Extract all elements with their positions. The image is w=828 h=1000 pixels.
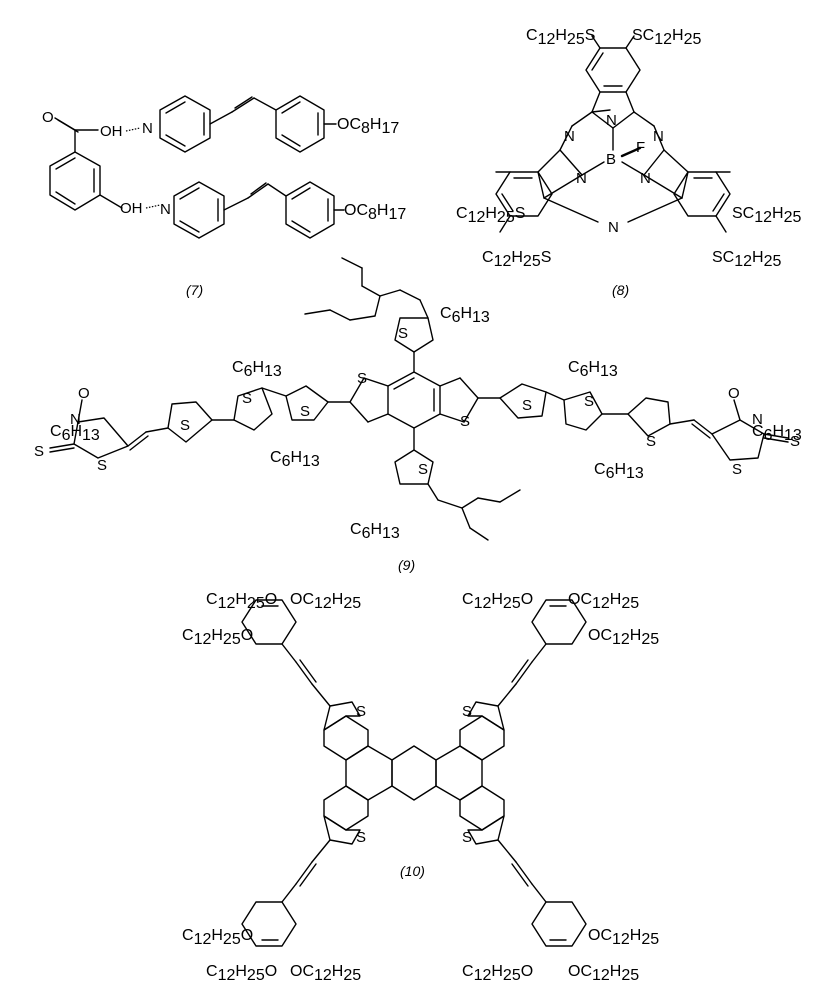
compound-7-hbond-top xyxy=(125,127,141,132)
compound-9-rhodanine-s-right: S xyxy=(732,461,742,478)
compound-9-hexyl-6: C6H13 xyxy=(752,423,802,444)
compound-8-pyrrole-n-left: N xyxy=(576,170,587,187)
compound-8-sc12h25-left-bottom: C12H25S xyxy=(482,249,551,270)
compound-8-sc12h25-right-bottom: SC12H25 xyxy=(712,249,781,270)
compound-9-s-left-1: S xyxy=(300,403,310,420)
compound-10-alkoxy-6: OC12H25 xyxy=(588,627,659,648)
compound-8-aza-n-bottom: N xyxy=(608,219,619,236)
compound-7-octyloxy-top: OC8H17 xyxy=(337,116,399,137)
compound-9-s-left-3: S xyxy=(180,417,190,434)
compound-10-s-bottom-left: S xyxy=(356,829,366,846)
compound-9-carbonyl-o-left: O xyxy=(78,385,90,402)
compound-9-side-s-top: S xyxy=(398,325,408,342)
compound-10-core xyxy=(241,599,587,947)
compound-9-s-right-1: S xyxy=(522,397,532,414)
compound-8-boron: B xyxy=(606,151,616,168)
compound-9-rhodanine-n-right: N xyxy=(752,411,763,428)
compound-10-alkoxy-9: OC12H25 xyxy=(290,963,361,984)
compound-10-alkoxy-10: C12H25O xyxy=(462,963,533,984)
compound-9-backbone xyxy=(49,257,789,541)
compound-9-side-s-bottom: S xyxy=(418,461,428,478)
compound-8-fluorine: F xyxy=(636,139,645,156)
compound-9-s-right-3: S xyxy=(646,433,656,450)
compound-9-hexyl-4: C6H13 xyxy=(270,449,320,470)
compound-10-alkoxy-3: C12H25O xyxy=(182,627,253,648)
compound-9-rhodanine-s-left: S xyxy=(97,457,107,474)
compound-7-bottom-arm xyxy=(173,181,345,239)
compound-8-aza-n-right: N xyxy=(653,128,664,145)
compound-7-hydroxyl-bottom: OH xyxy=(120,200,143,217)
compound-9-thione-s-left: S xyxy=(34,443,44,460)
compound-7-pyridine-n-top: N xyxy=(142,120,153,137)
compound-10-s-top-right: S xyxy=(462,703,472,720)
compound-8-sc12h25-top-right: SC12H25 xyxy=(632,27,701,48)
compound-10: S S S S C12H25O OC12H25 C12H25O C12H25O … xyxy=(182,591,659,984)
compound-9-s-right-2: S xyxy=(584,393,594,410)
compound-9-hexyl-8: C6H13 xyxy=(350,521,400,542)
compound-10-alkoxy-1: C12H25O xyxy=(206,591,277,612)
compound-10-alkoxy-7: C12H25O xyxy=(182,927,253,948)
compound-10-alkoxy-2: OC12H25 xyxy=(290,591,361,612)
compound-7-label: (7) xyxy=(186,282,203,298)
compound-8-pyrrole-n-right: N xyxy=(640,170,651,187)
compound-7-top-arm xyxy=(159,95,337,153)
compound-8-sc12h25-top-left: C12H25S xyxy=(526,27,595,48)
compound-8-pyrrole-n-top: N xyxy=(606,112,617,129)
compound-7-carbonyl-oxygen: O xyxy=(42,109,54,126)
compound-10-alkoxy-5: OC12H25 xyxy=(568,591,639,612)
compound-8-aza-n-left: N xyxy=(564,128,575,145)
compound-9-thione-s-right: S xyxy=(790,433,800,450)
compound-9-hexyl-7: C6H13 xyxy=(594,461,644,482)
compound-7-benzene xyxy=(49,117,123,211)
compound-10-alkoxy-8: C12H25O xyxy=(206,963,277,984)
compound-8-sc12h25-right-mid: SC12H25 xyxy=(732,205,801,226)
compound-9-rhodanine-n-left: N xyxy=(70,411,81,428)
compound-9-hexyl-2: C6H13 xyxy=(232,359,282,380)
compound-7-octyloxy-bottom: OC8H17 xyxy=(344,202,406,223)
compound-10-alkoxy-4: C12H25O xyxy=(462,591,533,612)
compound-9-hexyl-1: C6H13 xyxy=(440,305,490,326)
compound-9-carbonyl-o-right: O xyxy=(728,385,740,402)
compound-9-bdt-s-left: S xyxy=(357,370,367,387)
compound-8-sc12h25-left-mid: C12H25S xyxy=(456,205,525,226)
compound-10-alkoxy-11: OC12H25 xyxy=(568,963,639,984)
compound-9-label: (9) xyxy=(398,557,415,573)
compound-9: S S S S S S S S S N O S S S S S N O C6H1… xyxy=(34,257,802,573)
compound-7-hbond-bottom xyxy=(145,204,161,209)
compound-9-hexyl-3: C6H13 xyxy=(50,423,100,444)
compound-10-s-bottom-right: S xyxy=(462,829,472,846)
compound-8: N N N N N N B F C12H25S SC12H25 C12H25S … xyxy=(456,27,801,298)
compound-7: O OH OH N OC8H17 xyxy=(42,95,406,298)
compound-10-label: (10) xyxy=(400,863,425,879)
compound-9-hexyl-5: C6H13 xyxy=(568,359,618,380)
compound-9-bdt-s-right: S xyxy=(460,413,470,430)
compound-9-s-left-2: S xyxy=(242,390,252,407)
compound-10-s-top-left: S xyxy=(356,703,366,720)
compound-8-label: (8) xyxy=(612,282,629,298)
compound-7-pyridine-n-bottom: N xyxy=(160,201,171,218)
compound-8-core xyxy=(495,35,731,233)
compound-10-alkoxy-12: OC12H25 xyxy=(588,927,659,948)
compound-7-hydroxyl-top: OH xyxy=(100,123,123,140)
